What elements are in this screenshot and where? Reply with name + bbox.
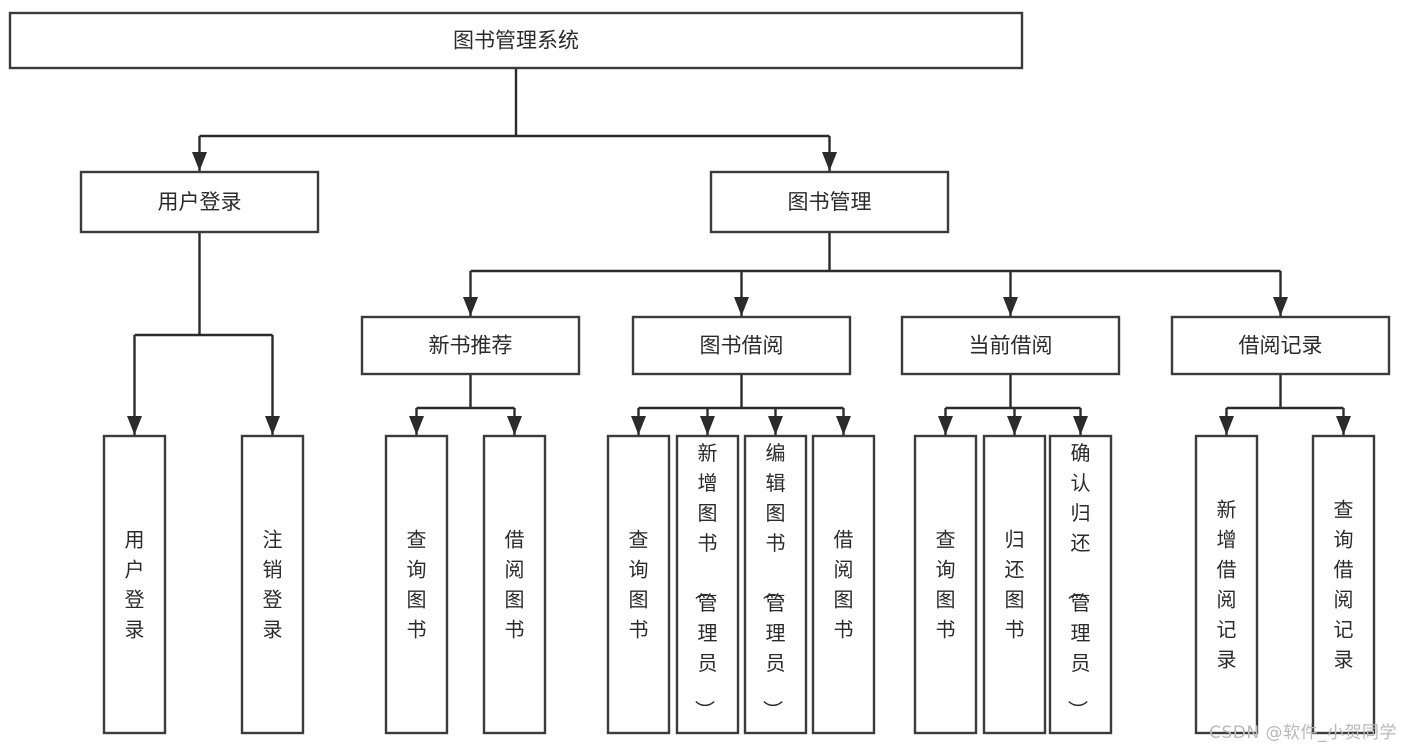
diagram-node-leaf-return-book[interactable]: 归还图书 [982,434,1047,735]
edge-group [1219,374,1351,435]
edge-group [631,374,851,435]
arrow-head-icon [1007,416,1022,435]
node-layer: 图书管理系统用户登录图书管理新书推荐图书借阅当前借阅借阅记录用户登录注销登录查询… [8,11,1391,735]
arrow-head-icon [631,416,646,435]
edge-group [409,374,522,435]
arrow-head-icon [822,152,837,171]
node-label: 借阅图书 [505,528,525,642]
diagram-node-leaf-borrow-book-1[interactable]: 借阅图书 [482,434,547,735]
node-label: 归还图书 [1005,528,1025,642]
diagram-node-borrow-record[interactable]: 借阅记录 [1170,315,1391,376]
diagram-node-leaf-user-login[interactable]: 用户登录 [102,434,167,735]
arrow-head-icon [1073,416,1088,435]
diagram-node-leaf-borrow-book-2[interactable]: 借阅图书 [811,434,876,735]
node-box[interactable] [900,315,1121,376]
node-box[interactable] [1170,315,1391,376]
arrow-head-icon [768,416,783,435]
node-box[interactable] [675,434,740,735]
node-label: 图书借阅 [700,334,784,358]
arrow-head-icon [734,297,749,316]
arrow-head-icon [409,416,424,435]
node-label: 查询图书 [629,528,649,642]
diagram-node-leaf-query-book-2[interactable]: 查询图书 [606,434,671,735]
connector-layer [127,68,1351,435]
arrow-head-icon [1219,416,1234,435]
arrow-head-icon [1003,297,1018,316]
node-label: 借阅图书 [834,528,854,642]
node-box[interactable] [240,434,305,735]
node-label: 用户登录 [125,528,145,642]
node-label: 查询图书 [936,528,956,642]
node-label: 新增借阅记录 [1217,498,1237,672]
arrow-head-icon [192,152,207,171]
node-box[interactable] [1311,434,1376,735]
node-label: 编辑图书（管理员） [761,441,786,720]
node-label: 新增图书（管理员） [693,441,718,720]
node-label: 当前借阅 [969,334,1053,358]
node-label: 图书管理系统 [453,29,579,53]
arrow-head-icon [700,416,715,435]
diagram-node-leaf-query-book-1[interactable]: 查询图书 [384,434,449,735]
node-box[interactable] [482,434,547,735]
node-box[interactable] [606,434,671,735]
node-box[interactable] [8,11,1024,70]
node-box[interactable] [1048,434,1113,735]
node-box[interactable] [913,434,978,735]
diagram-node-root[interactable]: 图书管理系统 [8,11,1024,70]
node-label: 新书推荐 [429,334,513,358]
diagram-node-leaf-confirm-return[interactable]: 确认归还（管理员） [1048,434,1113,735]
node-box[interactable] [982,434,1047,735]
arrow-head-icon [463,297,478,316]
node-box[interactable] [102,434,167,735]
diagram-node-leaf-add-book[interactable]: 新增图书（管理员） [675,434,740,735]
arrow-head-icon [938,416,953,435]
arrow-head-icon [507,416,522,435]
edge-group [127,232,280,435]
edge-group [192,68,837,171]
node-label: 确认归还（管理员） [1066,441,1091,720]
diagram-node-current-borrow[interactable]: 当前借阅 [900,315,1121,376]
arrow-head-icon [1336,416,1351,435]
diagram-node-user-login[interactable]: 用户登录 [79,170,320,234]
diagram-node-leaf-query-record[interactable]: 查询借阅记录 [1311,434,1376,735]
node-box[interactable] [79,170,320,234]
node-box[interactable] [631,315,852,376]
node-box[interactable] [1194,434,1259,735]
diagram-node-book-manage[interactable]: 图书管理 [709,170,950,234]
diagram-node-leaf-add-record[interactable]: 新增借阅记录 [1194,434,1259,735]
diagram-node-leaf-edit-book[interactable]: 编辑图书（管理员） [743,434,808,735]
arrow-head-icon [127,416,142,435]
node-label: 查询借阅记录 [1334,498,1354,672]
diagram-node-leaf-logout[interactable]: 注销登录 [240,434,305,735]
node-label: 借阅记录 [1239,334,1323,358]
diagram-node-new-book-recommend[interactable]: 新书推荐 [360,315,581,376]
node-box[interactable] [384,434,449,735]
edge-group [938,374,1088,435]
node-label: 注销登录 [263,528,283,642]
node-box[interactable] [811,434,876,735]
node-label: 查询图书 [407,528,427,642]
node-box[interactable] [709,170,950,234]
arrow-head-icon [265,416,280,435]
arrow-head-icon [1273,297,1288,316]
node-box[interactable] [743,434,808,735]
node-box[interactable] [360,315,581,376]
edge-group [463,232,1288,316]
node-label: 图书管理 [788,190,872,214]
arrow-head-icon [836,416,851,435]
diagram-node-leaf-query-book-3[interactable]: 查询图书 [913,434,978,735]
diagram-node-book-borrow[interactable]: 图书借阅 [631,315,852,376]
node-label: 用户登录 [158,190,242,214]
